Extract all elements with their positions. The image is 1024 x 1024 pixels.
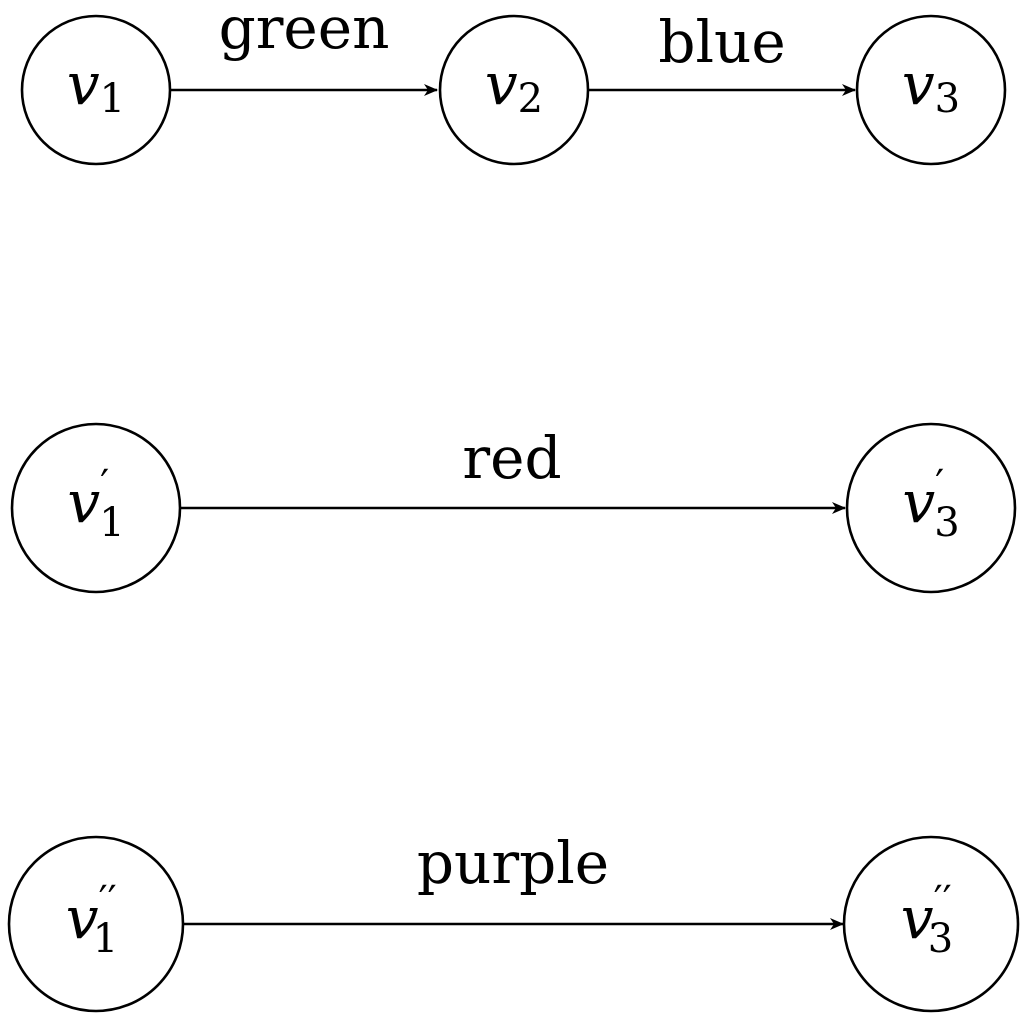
edge-label-purple: purple	[417, 829, 609, 897]
node-v3-double-prime-label: v′′3	[901, 878, 953, 962]
node-v1-label: v1	[67, 50, 125, 122]
node-v3-prime-label: v′3	[902, 462, 959, 546]
node-v1-circle	[20, 14, 172, 166]
node-v1-prime-circle	[10, 422, 182, 594]
edge-label-red: red	[462, 424, 561, 492]
node-v3-prime-circle	[845, 422, 1017, 594]
node-v1-double-prime-label: v′′1	[66, 878, 118, 962]
node-v2: v2	[438, 14, 590, 166]
edge-label-blue: blue	[658, 8, 785, 76]
node-v3-circle	[855, 14, 1007, 166]
edge-v1-to-v2: green	[171, 0, 438, 96]
node-v2-label: v2	[485, 50, 543, 122]
node-v1: v1	[20, 14, 172, 166]
edge-v1p-to-v3p: red	[181, 424, 846, 514]
node-v3-prime: v′3	[845, 422, 1017, 594]
node-v3: v3	[855, 14, 1007, 166]
node-v3-label: v3	[902, 50, 960, 122]
node-v1-double-prime: v′′1	[7, 835, 185, 1013]
node-v1-prime: v′1	[10, 422, 182, 594]
node-v1-prime-label: v′1	[67, 462, 124, 546]
node-v3-double-prime: v′′3	[842, 835, 1020, 1013]
edge-label-green: green	[219, 0, 390, 62]
node-v2-circle	[438, 14, 590, 166]
node-v3-double-prime-circle	[842, 835, 1020, 1013]
node-v1-double-prime-circle	[7, 835, 185, 1013]
edge-v2-to-v3: blue	[589, 8, 856, 96]
edge-v1pp-to-v3pp: purple	[184, 829, 844, 930]
